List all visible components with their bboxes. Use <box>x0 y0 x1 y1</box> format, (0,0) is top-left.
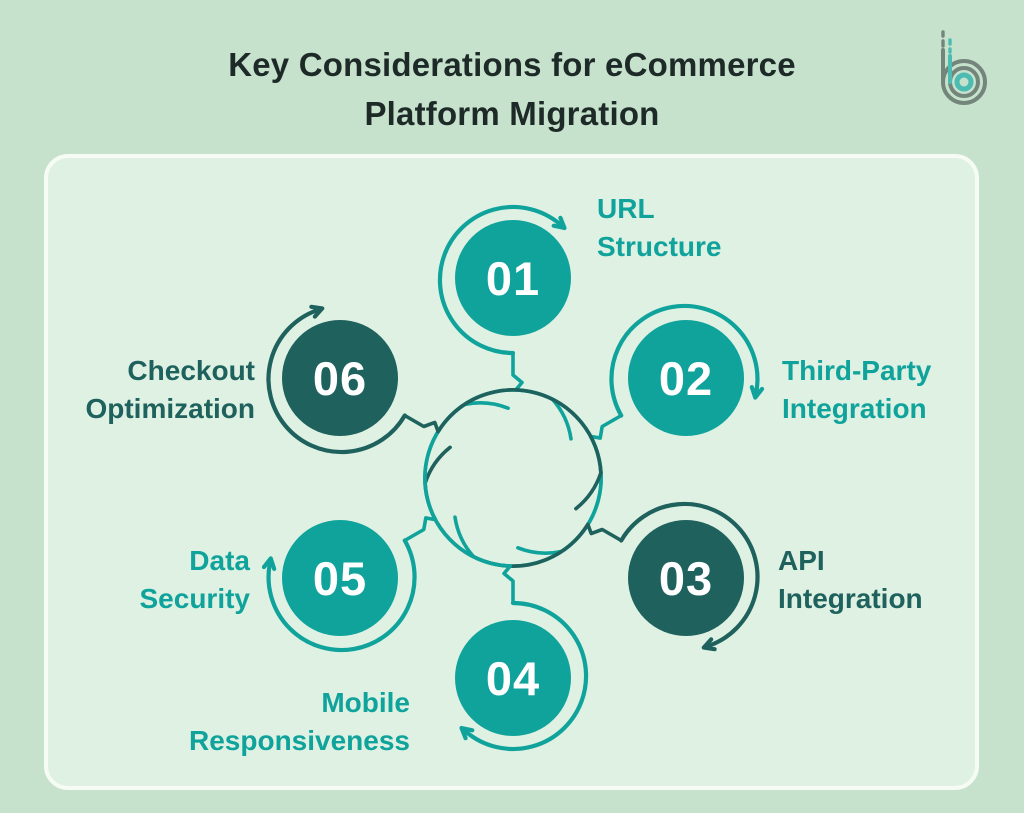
step-02-label-line-2: Integration <box>782 393 927 424</box>
step-05-number: 05 <box>312 551 368 605</box>
step-06-label-line-2: Optimization <box>85 393 255 424</box>
step-05-label: Data Security <box>140 542 251 618</box>
step-04-label-line-2: Responsiveness <box>189 725 410 756</box>
step-01-circle: 01 <box>455 220 571 336</box>
step-06-ring-and-arc <box>266 304 603 511</box>
step-05-label-line-2: Security <box>139 583 251 614</box>
step-02-label: Third-Party Integration <box>782 352 931 428</box>
step-04-label: Mobile Responsiveness <box>189 684 410 760</box>
step-02-circle: 02 <box>628 320 744 436</box>
step-03-circle: 03 <box>628 520 744 636</box>
step-02-ring-and-arc <box>453 303 765 568</box>
page-title-line-1: Key Considerations for eCommerce <box>228 46 796 83</box>
step-06-circle: 06 <box>282 320 398 436</box>
page-title-line-2: Platform Migration <box>364 95 660 132</box>
step-03-label: API Integration <box>778 542 923 618</box>
step-03-label-line-2: Integration <box>778 583 923 614</box>
step-04-number: 04 <box>485 651 541 705</box>
page-title: Key Considerations for eCommerce Platfor… <box>0 40 1024 138</box>
step-01-label: URL Structure <box>597 190 721 266</box>
step-03-label-line-1: API <box>778 545 825 576</box>
step-06-label: Checkout Optimization <box>85 352 255 428</box>
step-04-circle: 04 <box>455 620 571 736</box>
step-06-number: 06 <box>312 351 368 405</box>
step-01-label-line-2: Structure <box>597 231 722 262</box>
step-02-label-line-1: Third-Party <box>782 355 932 386</box>
step-06-label-line-1: Checkout <box>127 355 255 386</box>
step-05-label-line-1: Data <box>189 545 250 576</box>
step-05-ring-and-arc <box>261 388 573 653</box>
step-02-number: 02 <box>658 351 714 405</box>
step-01-number: 01 <box>485 251 541 305</box>
step-04-label-line-1: Mobile <box>321 687 410 718</box>
step-01-label-line-1: URL <box>597 193 655 224</box>
step-03-number: 03 <box>658 551 714 605</box>
step-05-circle: 05 <box>282 520 398 636</box>
brand-b-logo-icon <box>941 30 987 105</box>
